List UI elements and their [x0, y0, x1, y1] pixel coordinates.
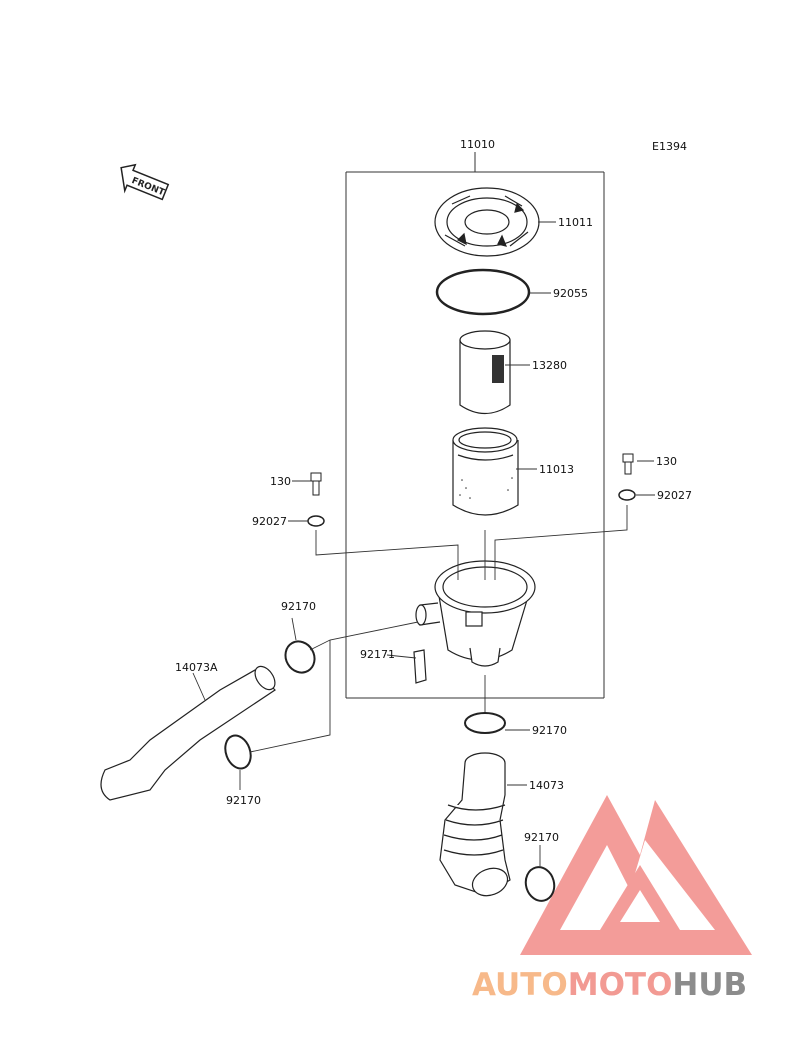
inner-filter	[459, 330, 511, 415]
label-element: 11013	[539, 463, 574, 476]
leader-lines	[192, 221, 655, 866]
air-cleaner-cap	[434, 187, 540, 257]
label-clamp-upper-left: 92170	[281, 600, 316, 613]
clamp-upper-left	[284, 640, 316, 674]
bolt-right	[622, 453, 634, 475]
label-bolt-left: 130	[270, 475, 291, 488]
watermark-text: AUTOMOTOHUB	[472, 968, 747, 1002]
air-filter-element	[452, 427, 519, 516]
assembly-box	[345, 152, 605, 699]
label-cap: 11011	[558, 216, 593, 229]
hose-14073a	[100, 665, 276, 801]
watermark-logo	[520, 795, 752, 955]
label-hose: 14073	[529, 779, 564, 792]
clamp-center	[464, 712, 506, 734]
clamp-lower-right	[524, 866, 556, 902]
bolt-left	[310, 472, 322, 496]
label-hose-a: 14073A	[175, 661, 218, 674]
diagram-code: E1394	[652, 140, 687, 153]
clamp-lower-left	[224, 734, 252, 770]
label-oring: 92055	[553, 287, 588, 300]
front-arrow-icon: FRONT	[120, 163, 170, 201]
label-clamp-lower-right: 92170	[524, 831, 559, 844]
label-clamp-center: 92170	[532, 724, 567, 737]
hose-14073	[439, 752, 511, 897]
label-washer-right: 92027	[657, 489, 692, 502]
label-bolt-right: 130	[656, 455, 677, 468]
label-bracket: 92171	[360, 648, 395, 661]
bracket	[413, 649, 427, 684]
label-clamp-lower-left: 92170	[226, 794, 261, 807]
washer-right	[618, 489, 636, 501]
label-washer-left: 92027	[252, 515, 287, 528]
washer-left	[307, 515, 325, 527]
watermark-part1: AUTO	[472, 967, 568, 1003]
watermark-part3: HUB	[672, 967, 748, 1003]
air-cleaner-housing	[415, 560, 536, 667]
o-ring	[435, 268, 531, 316]
label-assembly: 11010	[460, 138, 495, 151]
watermark-part2: MOTO	[567, 967, 673, 1003]
label-inner-filter: 13280	[532, 359, 567, 372]
